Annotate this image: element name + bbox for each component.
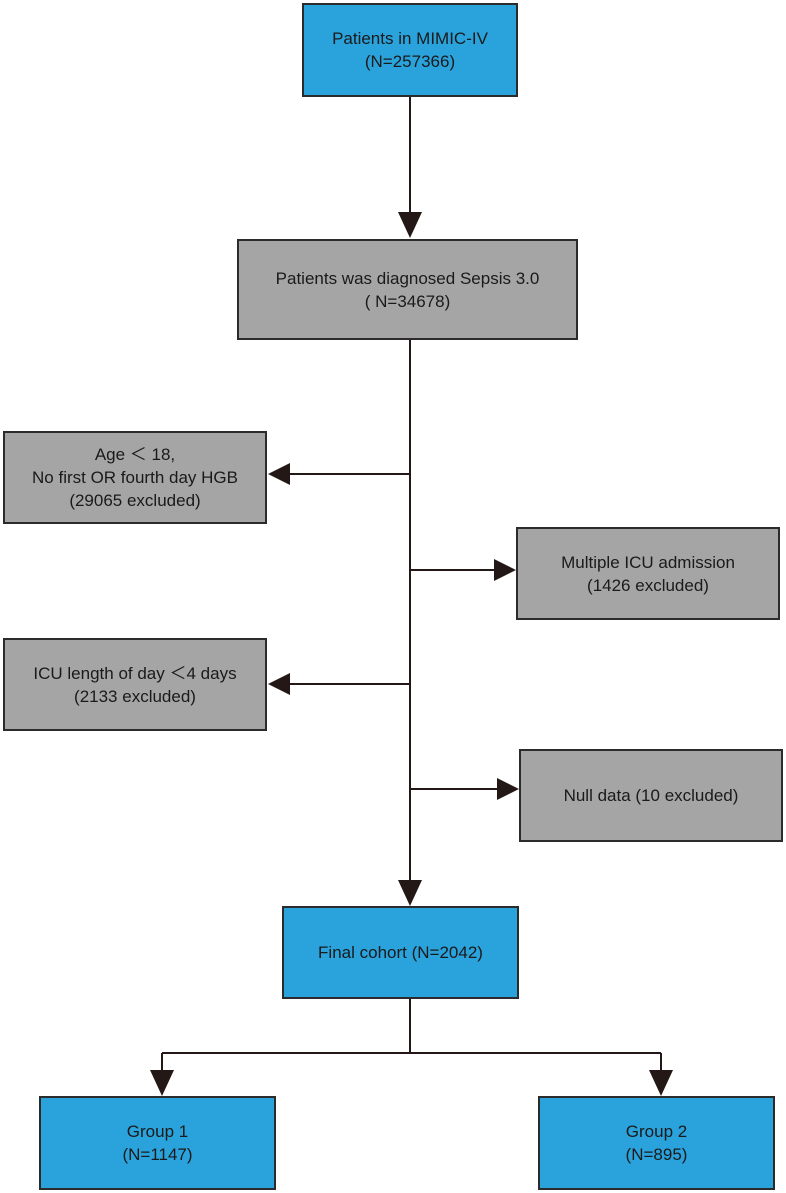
node-excl-age-line-1: Age ＜ 18,: [94, 445, 176, 464]
arrowhead-excl-null: [497, 778, 519, 800]
arrowhead-group1: [150, 1070, 174, 1096]
node-group2-line-2: (N=895): [625, 1145, 688, 1164]
node-excl-null: Null data (10 excluded): [519, 749, 783, 842]
node-excl-los-line-2: (2133 excluded): [74, 686, 196, 706]
node-excl-null-line-1: Null data (10 excluded): [563, 786, 739, 805]
arrowhead-sepsis: [398, 212, 422, 238]
arrowhead-final: [398, 880, 422, 906]
node-excl-icu-multi: Multiple ICU admission (1426 excluded): [516, 527, 780, 620]
node-sepsis: Patients was diagnosed Sepsis 3.0 ( N=34…: [237, 239, 578, 340]
arrowhead-excl-icu-multi: [494, 559, 516, 581]
node-excl-age-line-3: (29065 excluded): [69, 491, 201, 510]
node-final: Final cohort (N=2042): [282, 906, 519, 999]
node-excl-icu-multi-line-1: Multiple ICU admission: [561, 552, 735, 572]
node-final-line-1: Final cohort (N=2042): [318, 943, 483, 962]
node-group2: Group 2 (N=895): [538, 1096, 775, 1190]
node-mimic-line-2: (N=257366): [364, 52, 456, 71]
node-mimic-line-1: Patients in MIMIC-IV: [332, 29, 488, 48]
node-group2-line-1: Group 2: [625, 1122, 688, 1141]
node-excl-age-line-2: No first OR fourth day HGB: [32, 468, 238, 487]
node-group1-line-1: Group 1: [126, 1122, 189, 1141]
node-mimic: Patients in MIMIC-IV (N=257366): [302, 3, 518, 97]
arrowhead-group2: [649, 1070, 673, 1096]
node-excl-age: Age ＜ 18, No first OR fourth day HGB (29…: [3, 431, 267, 524]
node-excl-los-line-1: ICU length of day ＜4 days: [33, 663, 237, 683]
node-excl-icu-multi-line-2: (1426 excluded): [587, 575, 709, 595]
node-group1-line-2: (N=1147): [122, 1145, 193, 1164]
node-sepsis-line-2: ( N=34678): [364, 291, 451, 311]
arrowhead-excl-age: [268, 463, 290, 485]
node-sepsis-line-1: Patients was diagnosed Sepsis 3.0: [275, 268, 540, 288]
node-group1: Group 1 (N=1147): [39, 1096, 276, 1190]
node-excl-los: ICU length of day ＜4 days (2133 excluded…: [3, 638, 267, 731]
arrowhead-excl-los: [268, 673, 290, 695]
